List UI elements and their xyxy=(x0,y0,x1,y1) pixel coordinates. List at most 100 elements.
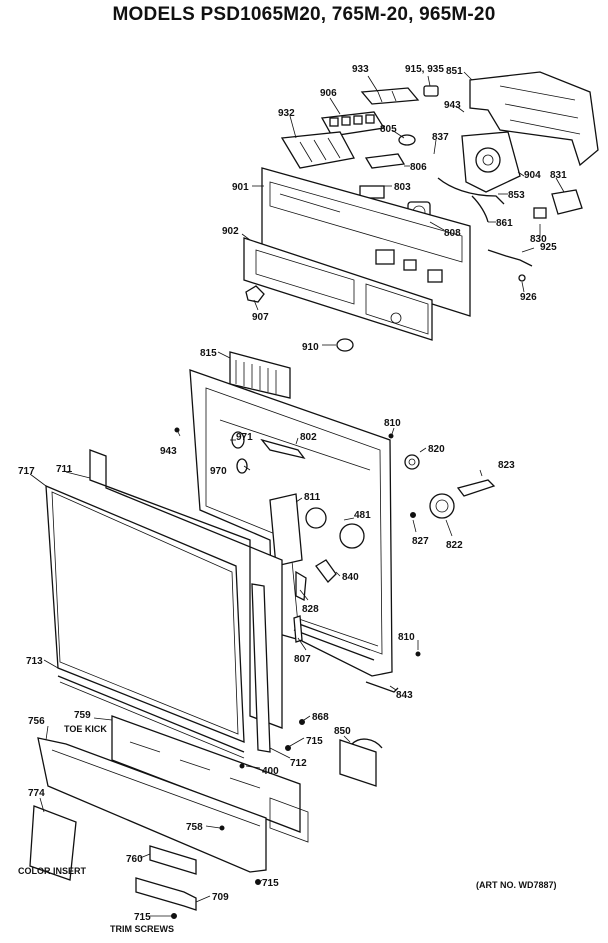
caption-color-insert: COLOR INSERT xyxy=(18,866,87,876)
callout-904: 904 xyxy=(524,170,541,181)
part-810-screw-lower xyxy=(415,651,421,657)
part-926 xyxy=(518,274,526,282)
callout-906: 906 xyxy=(320,88,337,99)
part-907 xyxy=(245,285,265,303)
callout-943-left: 943 xyxy=(160,446,177,457)
callout-915-935: 915, 935 xyxy=(405,64,444,75)
part-932-switch xyxy=(280,131,355,169)
callout-933: 933 xyxy=(352,64,369,75)
part-822 xyxy=(429,493,455,519)
callout-822: 822 xyxy=(446,540,463,551)
part-850 xyxy=(339,739,377,787)
callout-759: 759 xyxy=(74,710,91,721)
callout-830: 830 xyxy=(530,234,547,245)
part-915-935 xyxy=(423,85,439,97)
toe-kick-assembly xyxy=(29,715,383,919)
callout-711: 711 xyxy=(56,464,73,475)
part-758 xyxy=(219,825,225,831)
callout-715-mid: 715 xyxy=(306,736,323,747)
callout-756: 756 xyxy=(28,716,45,727)
art-number: (ART NO. WD7887) xyxy=(476,880,557,890)
part-713-trim xyxy=(57,675,245,753)
callout-807: 807 xyxy=(294,654,311,665)
part-910 xyxy=(336,338,354,352)
caption-toe-kick: TOE KICK xyxy=(64,724,107,734)
callout-868: 868 xyxy=(312,712,329,723)
control-panel-assembly xyxy=(243,71,599,352)
part-709 xyxy=(135,877,197,911)
door-assembly xyxy=(45,351,496,759)
callout-758: 758 xyxy=(186,822,203,833)
callout-808: 808 xyxy=(444,228,461,239)
part-840 xyxy=(315,559,337,583)
callout-712: 712 xyxy=(290,758,307,769)
part-853-harness xyxy=(437,177,505,205)
part-830 xyxy=(533,207,547,219)
callout-715-lower: 715 xyxy=(262,878,279,889)
caption-trim-screws: TRIM SCREWS xyxy=(110,924,174,934)
callout-837: 837 xyxy=(432,132,449,143)
callout-806: 806 xyxy=(410,162,427,173)
callout-815: 815 xyxy=(200,348,217,359)
part-759-toe-kick xyxy=(111,715,301,833)
part-933-switch-cover xyxy=(360,87,420,105)
part-715-screw-mid xyxy=(255,879,261,885)
callout-805: 805 xyxy=(380,124,397,135)
part-756-lower-trim xyxy=(37,737,267,873)
callout-713: 713 xyxy=(26,656,43,667)
callout-828: 828 xyxy=(302,604,319,615)
callout-820: 820 xyxy=(428,444,445,455)
callout-901: 901 xyxy=(232,182,249,193)
callout-717: 717 xyxy=(18,466,35,477)
part-774-color-insert xyxy=(29,805,77,881)
callout-925: 925 xyxy=(540,242,557,253)
part-717-door-panel xyxy=(45,484,245,743)
part-861 xyxy=(471,195,489,223)
callout-811: 811 xyxy=(304,492,321,503)
callout-943-top: 943 xyxy=(444,100,461,111)
diagram-title: MODELS PSD1065M20, 765M-20, 965M-20 xyxy=(112,4,496,25)
part-760 xyxy=(149,845,197,875)
part-807 xyxy=(293,615,303,643)
callout-labels: 933 915, 935 851 906 943 932 805 837 806… xyxy=(18,64,567,934)
part-827 xyxy=(410,512,416,518)
part-806-plate xyxy=(364,153,406,169)
callout-970: 970 xyxy=(210,466,227,477)
callout-481: 481 xyxy=(354,510,371,521)
callout-774: 774 xyxy=(28,788,45,799)
callout-907: 907 xyxy=(252,312,269,323)
callout-853: 853 xyxy=(508,190,525,201)
part-802 xyxy=(260,438,306,460)
callout-709: 709 xyxy=(212,892,229,903)
callout-715-trim: 715 xyxy=(134,912,151,923)
callout-926: 926 xyxy=(520,292,537,303)
callout-932: 932 xyxy=(278,108,295,119)
callout-827: 827 xyxy=(412,536,429,547)
callout-851: 851 xyxy=(446,66,463,77)
callout-843: 843 xyxy=(396,690,413,701)
part-843 xyxy=(365,681,399,693)
callout-823: 823 xyxy=(498,460,515,471)
callout-910: 910 xyxy=(302,342,319,353)
callout-802: 802 xyxy=(300,432,317,443)
callout-850: 850 xyxy=(334,726,351,737)
part-868 xyxy=(299,719,305,725)
callout-971: 971 xyxy=(236,432,253,443)
callout-400: 400 xyxy=(262,766,279,777)
part-831 xyxy=(551,189,583,215)
callout-831: 831 xyxy=(550,170,567,181)
part-851-bracket xyxy=(469,71,599,167)
part-970 xyxy=(236,458,248,474)
callout-840: 840 xyxy=(342,572,359,583)
part-810-screw-upper xyxy=(388,433,394,439)
part-902-front-panel xyxy=(243,237,433,341)
part-712-side-trim xyxy=(251,583,271,753)
callout-803: 803 xyxy=(394,182,411,193)
part-811-latch xyxy=(269,493,303,567)
part-715-upper xyxy=(285,745,291,751)
callout-760: 760 xyxy=(126,854,143,865)
part-823 xyxy=(456,479,496,497)
part-820 xyxy=(404,454,420,470)
part-715-trim-screw xyxy=(171,913,177,919)
